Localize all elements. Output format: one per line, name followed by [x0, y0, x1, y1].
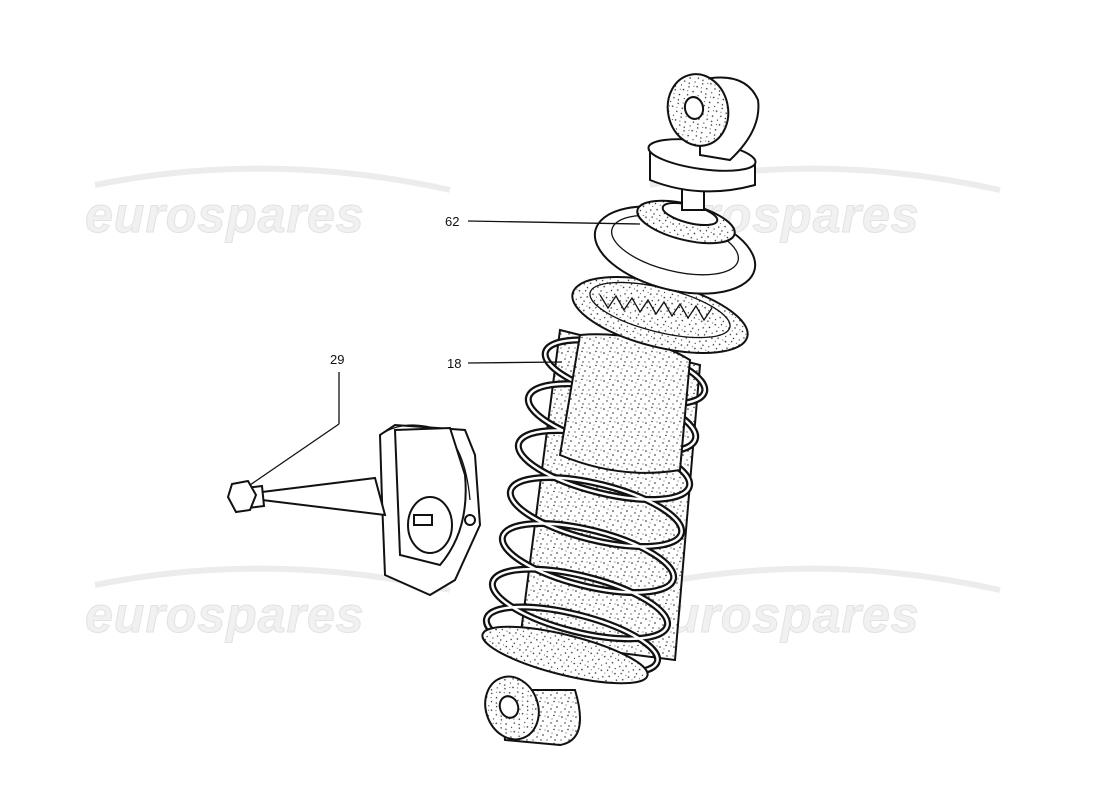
callout-29: 29	[249, 352, 344, 486]
upper-eye-mount	[666, 73, 760, 162]
callout-label-29: 29	[330, 352, 344, 367]
lower-spring-seat	[481, 625, 649, 685]
callout-18: 18	[447, 356, 563, 371]
bump-stop	[558, 333, 692, 474]
callout-62: 62	[445, 214, 641, 229]
callout-label-18: 18	[447, 356, 461, 371]
callout-label-62: 62	[445, 214, 459, 229]
watermark-bottom-left: eurospares	[85, 587, 365, 643]
watermark-bottom-right: eurospares	[640, 587, 920, 643]
spindle-bracket-29	[226, 423, 482, 597]
watermark-top-left: eurospares	[85, 187, 365, 243]
lower-eye-mount	[484, 675, 581, 747]
shock-absorber-assembly	[481, 73, 760, 747]
